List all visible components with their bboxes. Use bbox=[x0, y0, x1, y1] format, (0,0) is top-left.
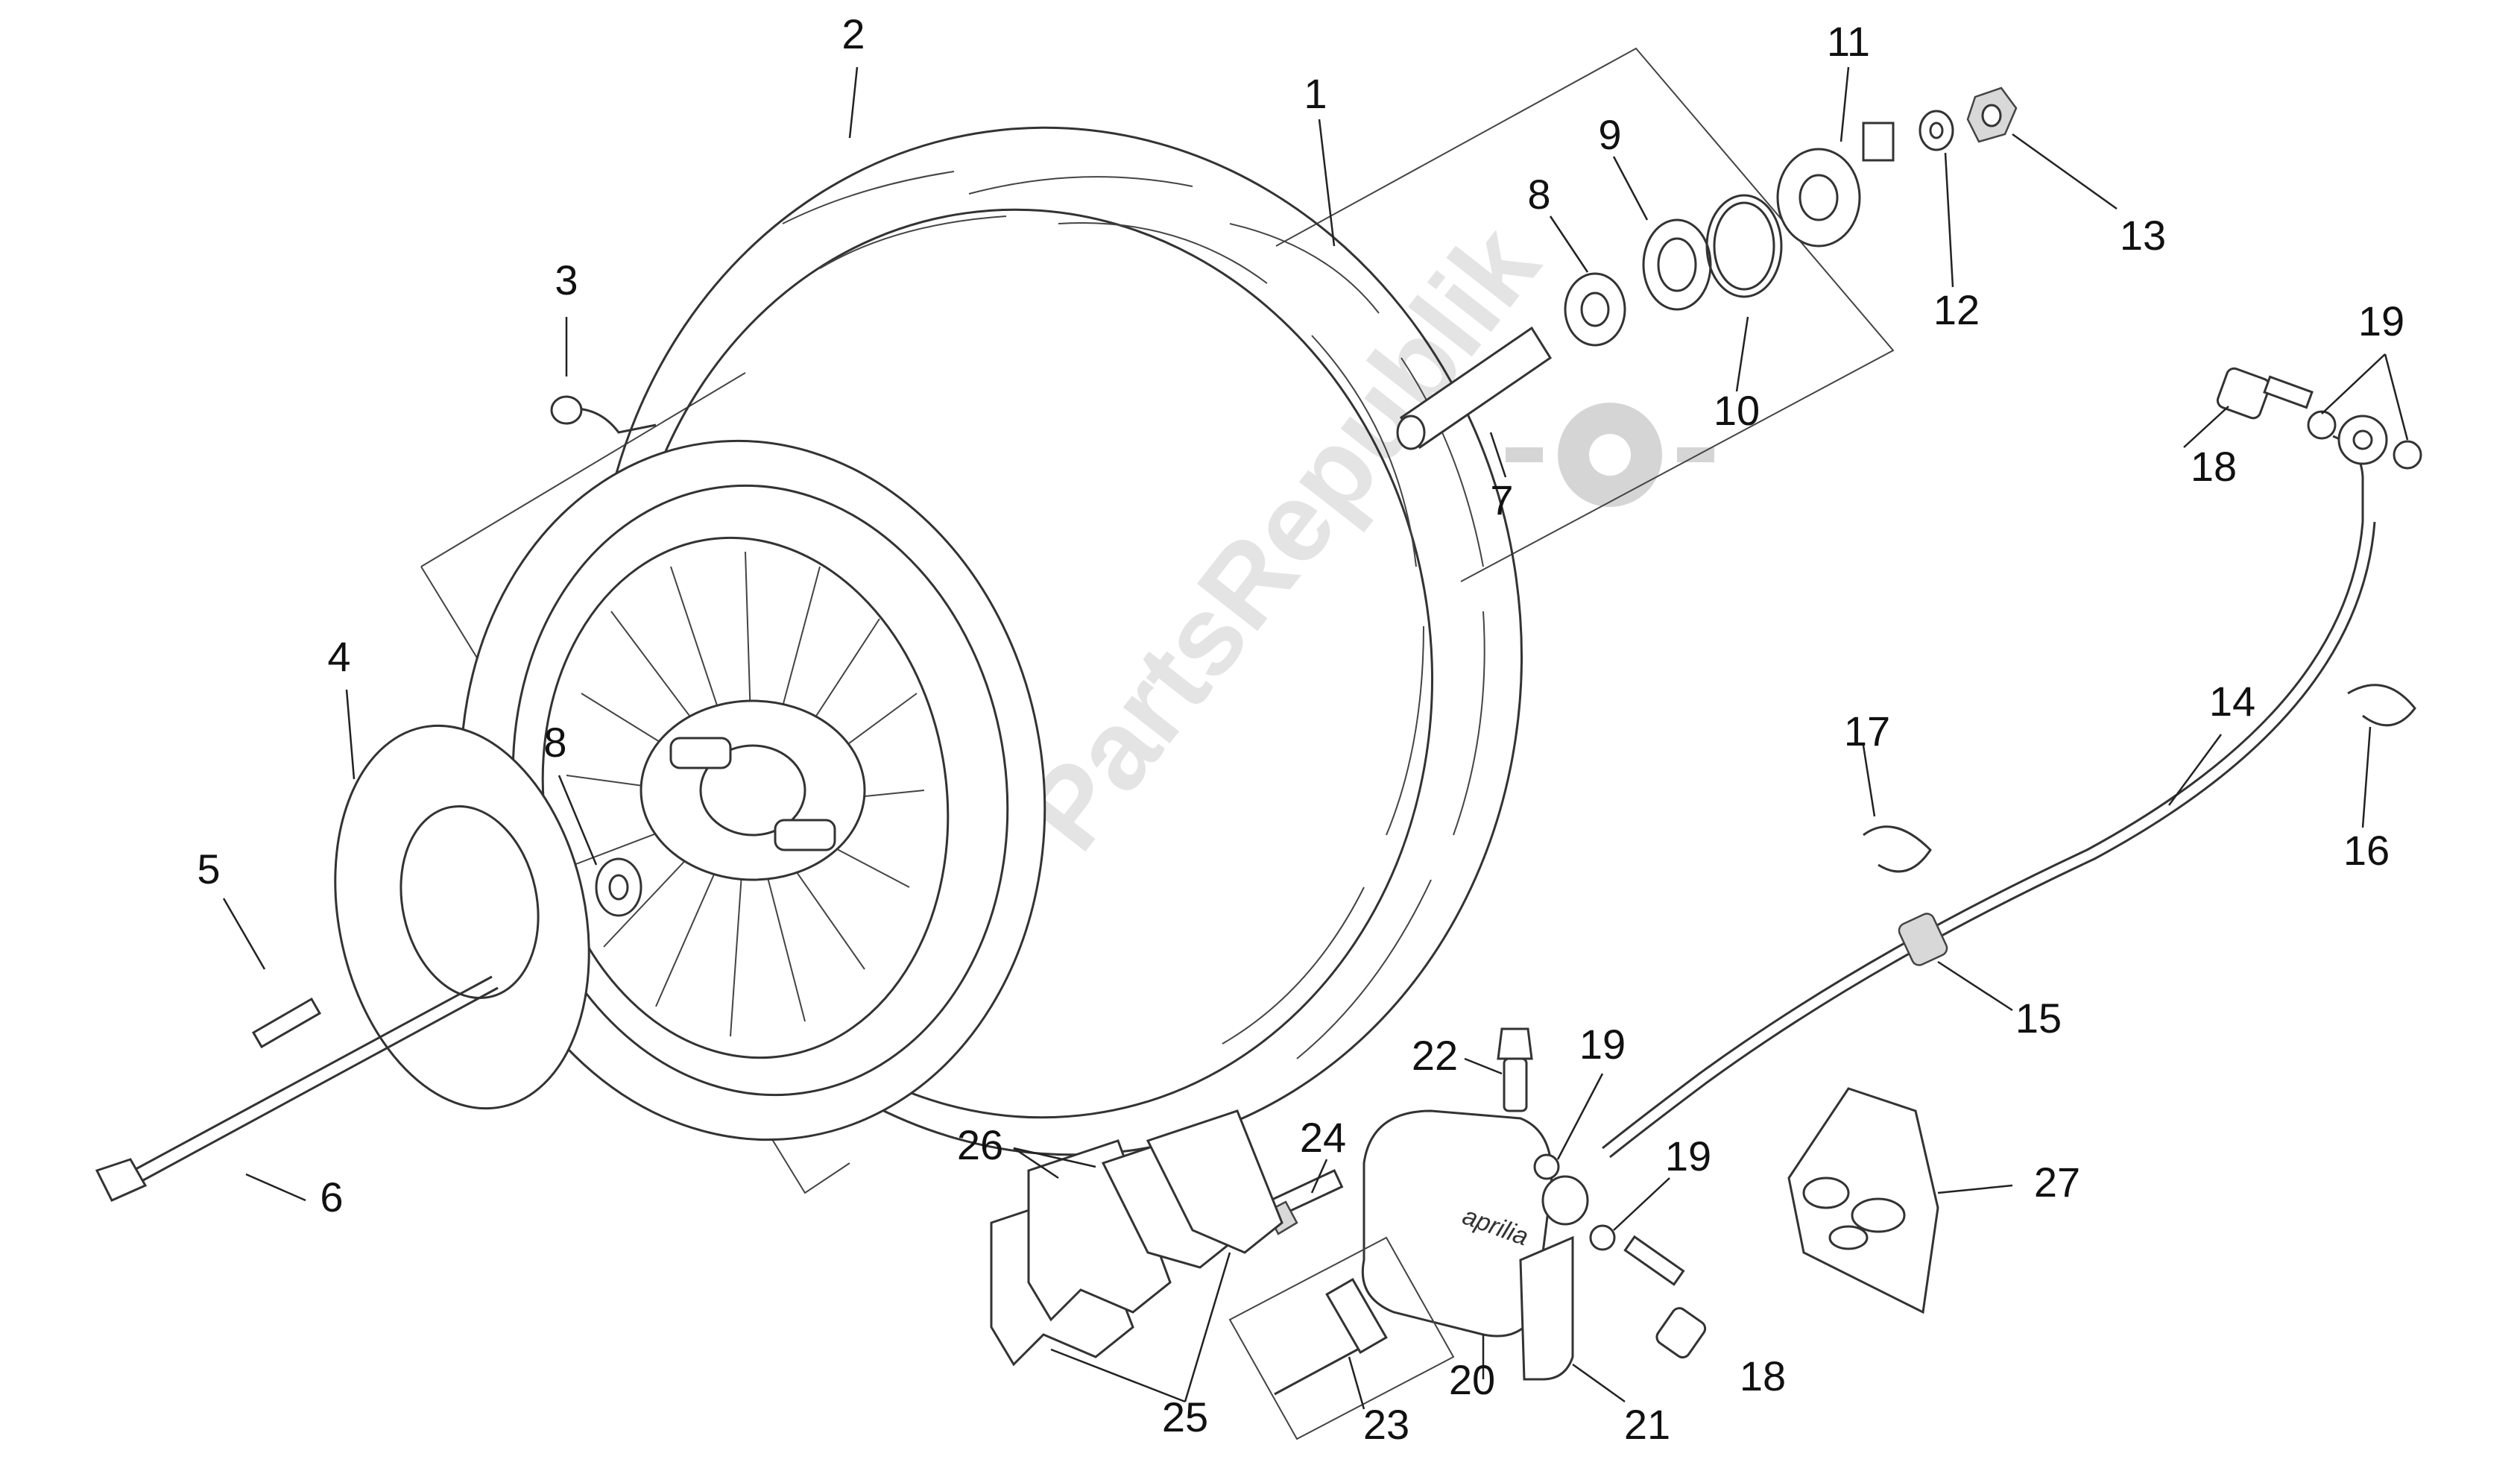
part-label-18-top: 18 bbox=[2191, 443, 2237, 490]
part-label-6: 6 bbox=[320, 1174, 343, 1220]
part-label-17: 17 bbox=[1844, 708, 1890, 755]
leader-lines bbox=[222, 66, 2409, 1410]
axle-nut bbox=[1966, 86, 2018, 143]
copper-washer-bottom-a bbox=[1533, 1153, 1560, 1180]
part-label-16: 16 bbox=[2343, 827, 2390, 874]
part-label-1: 1 bbox=[1304, 70, 1327, 117]
bearing-left bbox=[595, 857, 642, 917]
oil-seal bbox=[1642, 218, 1712, 311]
part-label-23: 23 bbox=[1363, 1401, 1409, 1448]
copper-washer-bottom-b bbox=[1589, 1224, 1616, 1251]
part-label-8-left: 8 bbox=[543, 719, 566, 766]
pad-pin-kit bbox=[1228, 1236, 1455, 1440]
seal-kit-bag bbox=[1787, 1087, 1939, 1314]
bleed-valve bbox=[1497, 1027, 1533, 1112]
watermark-gear-icon bbox=[1506, 403, 1714, 507]
part-label-25: 25 bbox=[1162, 1393, 1208, 1440]
part-label-24: 24 bbox=[1300, 1114, 1346, 1161]
hub bbox=[640, 699, 866, 881]
part-label-19-bottom: 19 bbox=[1665, 1133, 1711, 1179]
part-label-15: 15 bbox=[2015, 995, 2062, 1042]
part-labels: 1 2 3 4 5 6 7 8 8 9 10 11 12 13 14 15 16… bbox=[197, 10, 2404, 1448]
part-label-9: 9 bbox=[1598, 111, 1621, 158]
banjo-bolt-top bbox=[2216, 367, 2314, 420]
part-label-4: 4 bbox=[327, 633, 350, 680]
bearing-right bbox=[1564, 272, 1626, 347]
axle bbox=[95, 975, 499, 1202]
part-label-21: 21 bbox=[1624, 1401, 1670, 1448]
part-label-8-right: 8 bbox=[1527, 171, 1550, 218]
retaining-ring bbox=[1705, 194, 1783, 298]
banjo-fitting-top bbox=[2337, 415, 2388, 465]
part-label-12: 12 bbox=[1933, 286, 1980, 333]
part-label-13: 13 bbox=[2120, 212, 2166, 259]
disc-bolt bbox=[251, 997, 321, 1049]
part-label-7: 7 bbox=[1490, 476, 1513, 523]
spacer-tube bbox=[1396, 326, 1553, 450]
copper-washer-top-b bbox=[2393, 440, 2422, 470]
part-label-22: 22 bbox=[1412, 1032, 1458, 1079]
pad-spring bbox=[1519, 1235, 1574, 1381]
copper-washer-top-a bbox=[2307, 410, 2337, 440]
part-label-10: 10 bbox=[1714, 387, 1760, 434]
hose-clip-17 bbox=[1863, 825, 1932, 873]
brake-disc bbox=[334, 724, 590, 1110]
part-label-14: 14 bbox=[2209, 678, 2255, 725]
hose-clip-16 bbox=[2347, 684, 2416, 727]
part-label-11: 11 bbox=[1827, 18, 1870, 65]
tyre-valve bbox=[550, 395, 657, 434]
banjo-fitting-bottom bbox=[1541, 1175, 1589, 1226]
banjo-bolt-bottom bbox=[1623, 1235, 1707, 1359]
brake-hose bbox=[1602, 435, 2376, 1159]
part-label-5: 5 bbox=[197, 845, 220, 892]
part-label-19-top: 19 bbox=[2358, 297, 2404, 344]
part-label-26: 26 bbox=[957, 1121, 1003, 1168]
watermark-text: PartsRepublik bbox=[1001, 202, 1563, 872]
speedometer-drive bbox=[1776, 122, 1895, 248]
part-label-20: 20 bbox=[1449, 1356, 1495, 1403]
part-label-3: 3 bbox=[555, 256, 578, 303]
part-label-19-mid: 19 bbox=[1579, 1021, 1626, 1068]
washer-12 bbox=[1919, 110, 1954, 151]
brake-pad-set bbox=[990, 1109, 1283, 1367]
part-label-18-bottom: 18 bbox=[1740, 1352, 1786, 1399]
part-label-27: 27 bbox=[2034, 1159, 2080, 1206]
part-label-2: 2 bbox=[841, 10, 865, 57]
